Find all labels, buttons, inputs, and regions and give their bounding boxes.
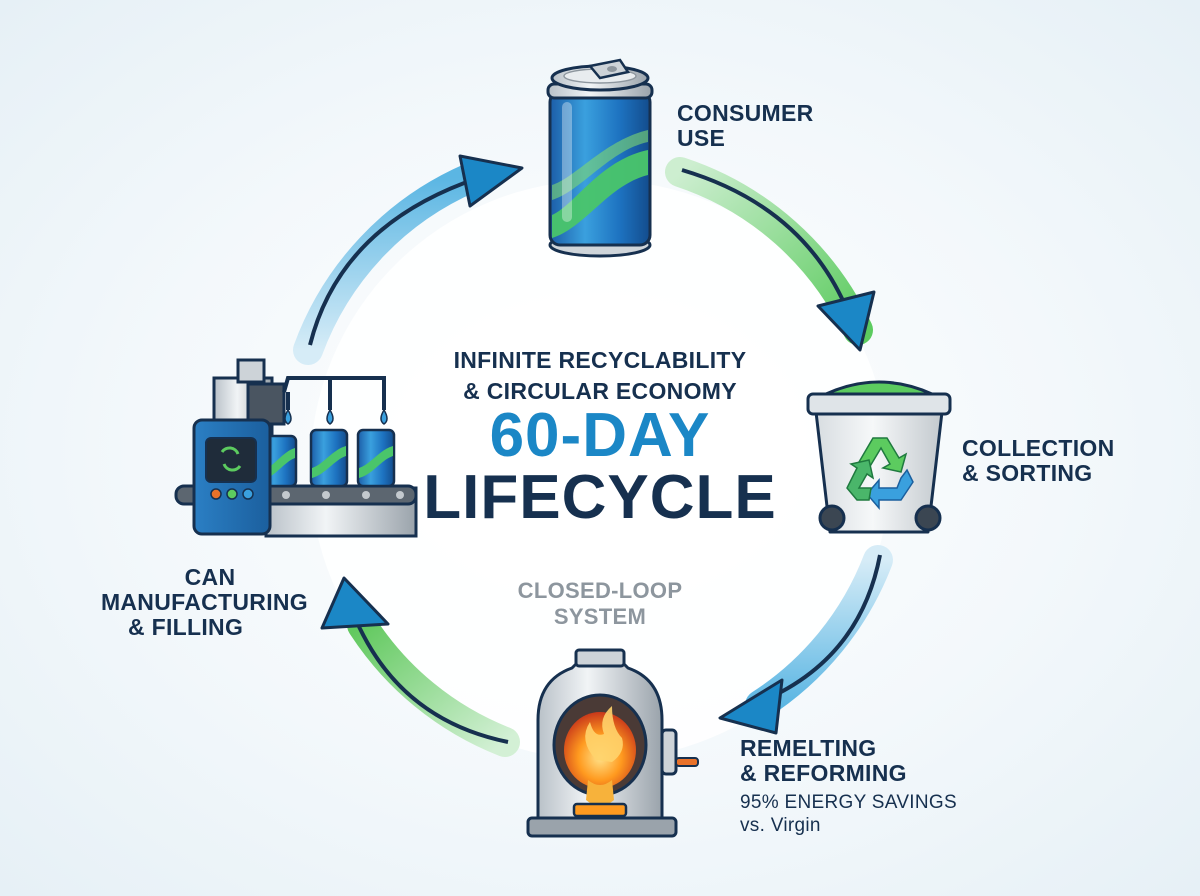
arrow-use-to-collection (681, 168, 876, 352)
center-subtitle-line2: & CIRCULAR ECONOMY (463, 378, 737, 405)
recycling-bin-icon (806, 380, 952, 534)
stage-manufacturing-line3: & FILLING (128, 613, 244, 640)
center-subtitle: INFINITE RECYCLABILITY & CIRCULAR ECONOM… (380, 345, 820, 407)
arrow-remelting-to-manufacturing (320, 576, 509, 744)
stage-collection-line2: & SORTING (962, 459, 1093, 486)
stage-remelting-note-line1: 95% ENERGY SAVINGS (740, 792, 957, 813)
stage-manufacturing-line1: CAN (184, 564, 236, 590)
center-caption-line1: CLOSED-LOOP (517, 578, 683, 603)
stage-collection-line1: COLLECTION (962, 435, 1115, 461)
center-caption: CLOSED-LOOP SYSTEM (380, 578, 820, 631)
arc-segment-remelting-to-manufacturing (347, 610, 520, 757)
stage-consumer-use-line1: CONSUMER (677, 100, 814, 126)
stage-remelting-note: 95% ENERGY SAVINGS vs. Virgin (740, 792, 957, 838)
stage-remelting-line2: & REFORMING (740, 759, 907, 786)
arrow-collection-to-remelting (718, 554, 882, 735)
center-title-number: 60-DAY (489, 401, 711, 470)
arrow-manufacturing-to-use (308, 154, 524, 346)
recycle-symbol-icon (846, 437, 914, 511)
center-caption-line2: SYSTEM (553, 604, 647, 630)
stage-label-consumer-use: CONSUMER USE (677, 101, 814, 151)
aluminum-can-icon (546, 58, 654, 258)
stage-remelting-line1: REMELTING (740, 735, 877, 761)
center-subtitle-line1: INFINITE RECYCLABILITY (453, 347, 747, 373)
stage-manufacturing-line2: MANUFACTURING (100, 588, 308, 615)
furnace-icon (526, 648, 699, 838)
stage-label-collection: COLLECTION & SORTING (962, 436, 1115, 486)
filling-machine-icon (174, 358, 418, 538)
stage-consumer-use-line2: USE (677, 124, 726, 151)
stage-remelting-note-line2: vs. Virgin (740, 814, 821, 836)
stage-label-remelting: REMELTING & REFORMING (740, 736, 907, 786)
center-title-word: LIFECYCLE (423, 463, 777, 532)
stage-label-manufacturing: CAN MANUFACTURING & FILLING (72, 565, 308, 639)
center-disc (310, 180, 890, 760)
